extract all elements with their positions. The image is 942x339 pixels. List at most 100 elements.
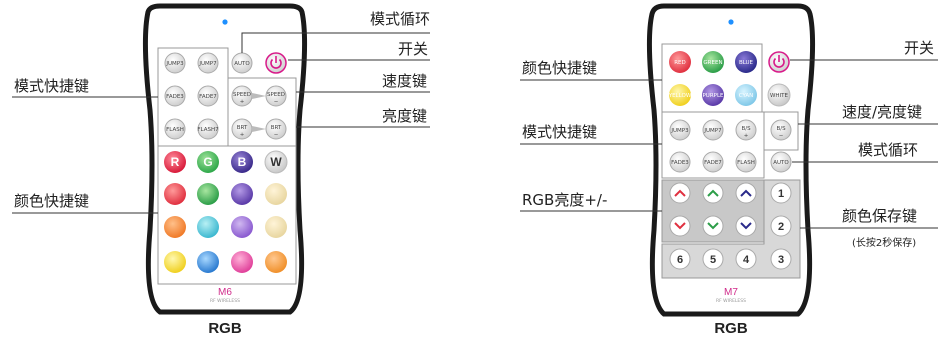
- label-mode-cycle: 模式循环: [858, 141, 918, 159]
- led-indicator: [222, 19, 228, 25]
- svg-text:2: 2: [778, 221, 784, 233]
- color-button[interactable]: [197, 251, 219, 273]
- chevron-down-icon: [674, 222, 686, 230]
- color-button[interactable]: [231, 216, 253, 238]
- blue-button[interactable]: BLUE: [735, 51, 757, 73]
- color-save-6-button[interactable]: 6: [669, 248, 691, 270]
- color-button[interactable]: [164, 216, 186, 238]
- label-switch: 开关: [398, 40, 428, 58]
- speed-minus-button[interactable]: SPEED−: [265, 85, 287, 107]
- bs-plus-button[interactable]: B/S+: [735, 119, 757, 141]
- svg-text:BLUE: BLUE: [739, 60, 754, 66]
- fade7-button[interactable]: FADE7: [702, 151, 724, 173]
- chevron-up-icon: [740, 189, 752, 197]
- svg-text:FLASH7: FLASH7: [197, 127, 219, 133]
- brt-plus-button[interactable]: BRT+: [231, 118, 253, 140]
- color-save-1-button[interactable]: 1: [770, 182, 792, 204]
- svg-text:B/S: B/S: [776, 126, 786, 132]
- purple-button[interactable]: PURPLE: [702, 84, 724, 106]
- remote-m6: JUMP3 JUMP7 AUTO FADE3 FADE7 SPEED+ SPEE…: [142, 3, 308, 315]
- jump7-button[interactable]: JUMP7: [702, 119, 724, 141]
- flash-button[interactable]: FLASH: [735, 151, 757, 173]
- color-button[interactable]: [265, 183, 287, 205]
- svg-text:FADE7: FADE7: [199, 94, 217, 100]
- label-rgb-brightness: RGB亮度+/-: [522, 191, 607, 209]
- chevron-up-icon: [674, 189, 686, 197]
- svg-text:−: −: [274, 132, 279, 138]
- svg-text:G: G: [203, 155, 212, 169]
- color-save-5-button[interactable]: 5: [702, 248, 724, 270]
- power-button[interactable]: [768, 51, 790, 73]
- color-button[interactable]: [164, 183, 186, 205]
- color-button[interactable]: [197, 216, 219, 238]
- svg-text:−: −: [274, 99, 279, 105]
- rf-label: RF WIRELESS: [716, 298, 746, 304]
- green-button[interactable]: G: [197, 151, 219, 173]
- chevron-up-icon: [707, 189, 719, 197]
- label-color-save-note: (长按2秒保存): [852, 236, 916, 249]
- remote-m7: RED GREEN BLUE YELLOW PURPLE CYAN WHITE …: [646, 3, 816, 317]
- svg-text:W: W: [270, 155, 282, 169]
- svg-text:FLASH: FLASH: [737, 160, 755, 166]
- red-up-button[interactable]: [669, 182, 691, 204]
- speed-connector: [252, 93, 266, 99]
- jump3-button[interactable]: JUMP3: [164, 52, 186, 74]
- svg-text:1: 1: [778, 188, 784, 200]
- label-color-shortcut: 颜色快捷键: [522, 59, 597, 77]
- fade3-button[interactable]: FADE3: [164, 85, 186, 107]
- fade3-button[interactable]: FADE3: [669, 151, 691, 173]
- color-shortcut-group: [157, 145, 297, 285]
- red-button[interactable]: RED: [669, 51, 691, 73]
- chevron-down-icon: [740, 222, 752, 230]
- power-icon: [773, 55, 785, 68]
- svg-text:R: R: [171, 155, 180, 169]
- jump7-button[interactable]: JUMP7: [197, 52, 219, 74]
- color-button[interactable]: [164, 251, 186, 273]
- brt-minus-button[interactable]: BRT−: [265, 118, 287, 140]
- flash-button[interactable]: FLASH: [164, 118, 186, 140]
- color-save-3-button[interactable]: 3: [770, 248, 792, 270]
- power-button[interactable]: [265, 52, 287, 74]
- color-button[interactable]: [231, 251, 253, 273]
- label-mode-shortcut: 模式快捷键: [14, 77, 89, 95]
- green-down-button[interactable]: [702, 215, 724, 237]
- blue-button[interactable]: B: [231, 151, 253, 173]
- fade7-button[interactable]: FADE7: [197, 85, 219, 107]
- blue-up-button[interactable]: [735, 182, 757, 204]
- red-down-button[interactable]: [669, 215, 691, 237]
- color-save-2-button[interactable]: 2: [770, 215, 792, 237]
- svg-text:+: +: [744, 133, 749, 139]
- cyan-button[interactable]: CYAN: [735, 84, 757, 106]
- svg-text:BRT: BRT: [237, 125, 248, 131]
- white-button[interactable]: W: [264, 150, 288, 174]
- model-name: M6: [218, 287, 232, 298]
- jump3-button[interactable]: JUMP3: [669, 119, 691, 141]
- color-button[interactable]: [231, 183, 253, 205]
- color-button[interactable]: [197, 183, 219, 205]
- svg-text:B: B: [238, 155, 247, 169]
- svg-text:B/S: B/S: [741, 126, 751, 132]
- svg-text:−: −: [779, 133, 784, 139]
- yellow-button[interactable]: YELLOW: [668, 84, 692, 106]
- leader-mode-cycle: [241, 32, 430, 53]
- color-button[interactable]: [265, 251, 287, 273]
- remote-body: [142, 3, 308, 315]
- color-button[interactable]: [265, 216, 287, 238]
- svg-text:SPEED: SPEED: [267, 92, 285, 98]
- auto-button[interactable]: AUTO: [770, 151, 792, 173]
- flash7-button[interactable]: FLASH7: [197, 118, 219, 140]
- color-save-4-button[interactable]: 4: [735, 248, 757, 270]
- svg-text:+: +: [240, 132, 245, 138]
- svg-text:WHITE: WHITE: [770, 93, 789, 99]
- svg-text:YELLOW: YELLOW: [668, 93, 692, 99]
- blue-down-button[interactable]: [735, 215, 757, 237]
- auto-button[interactable]: AUTO: [231, 52, 253, 74]
- white-button[interactable]: WHITE: [767, 83, 791, 107]
- speed-plus-button[interactable]: SPEED+: [231, 85, 253, 107]
- red-button[interactable]: R: [164, 151, 186, 173]
- green-button[interactable]: GREEN: [702, 51, 724, 73]
- svg-text:4: 4: [743, 254, 750, 266]
- bs-minus-button[interactable]: B/S−: [770, 119, 792, 141]
- svg-text:JUMP7: JUMP7: [703, 128, 722, 134]
- green-up-button[interactable]: [702, 182, 724, 204]
